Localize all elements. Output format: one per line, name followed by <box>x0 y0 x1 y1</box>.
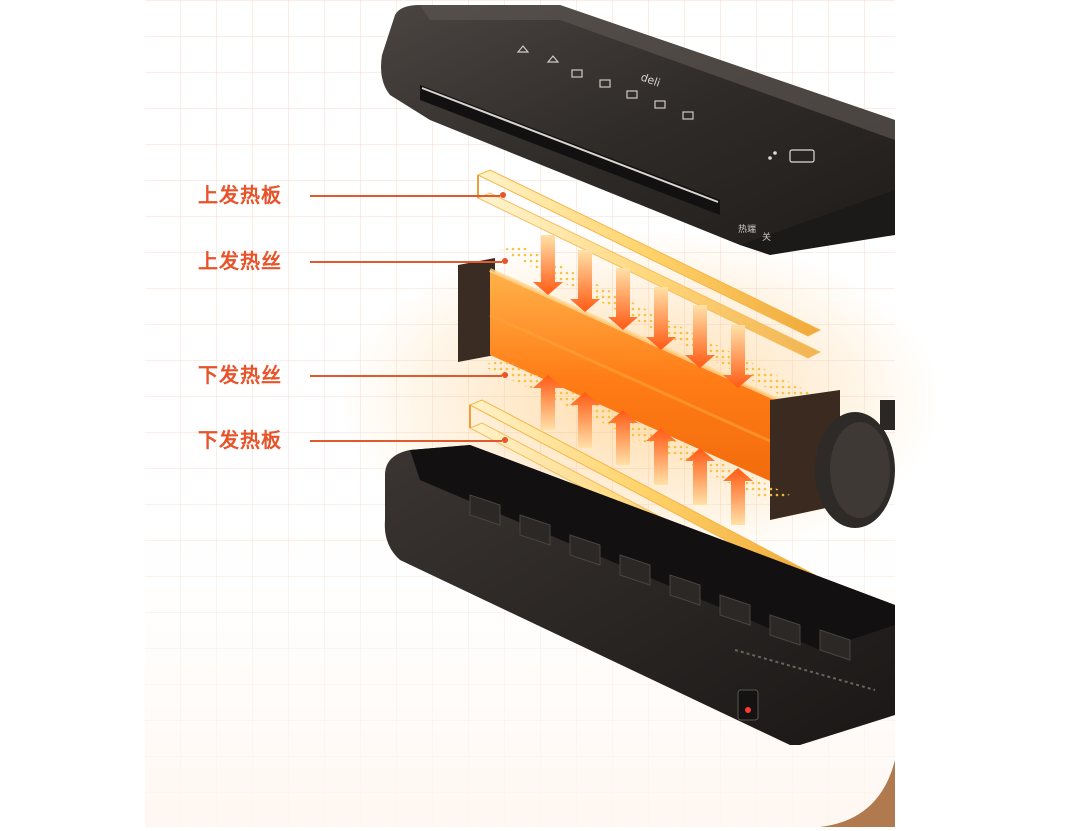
label-upper-heating-plate: 上发热板 <box>198 183 282 207</box>
heat-down-arrow-icon <box>646 287 676 350</box>
heat-up-arrow-icon <box>685 448 715 505</box>
lower-heating-wire <box>480 360 790 500</box>
leader-upper-heating-wire <box>310 261 502 263</box>
heat-down-arrow-icon <box>533 235 563 295</box>
leader-dot-lower-wire <box>502 372 508 378</box>
heat-down-arrow-icon <box>685 305 715 368</box>
laminator-top-cover: deli 热端 关 <box>381 5 895 255</box>
heat-up-arrows <box>533 375 753 525</box>
heating-roller-assembly <box>458 258 895 528</box>
corner-accent <box>820 760 895 827</box>
heat-down-arrows <box>533 235 753 388</box>
leader-dot-lower-plate <box>502 437 508 443</box>
heat-down-arrow-icon <box>723 325 753 388</box>
heat-up-arrow-icon <box>533 375 563 430</box>
heat-up-arrow-icon <box>723 468 753 525</box>
heat-up-arrow-icon <box>608 410 638 465</box>
upper-heating-plate <box>476 169 822 359</box>
heat-down-arrow-icon <box>570 250 600 312</box>
leader-upper-heating-plate <box>310 195 500 197</box>
leader-lower-heating-plate <box>310 440 502 442</box>
heat-up-arrow-icon <box>646 428 676 485</box>
brand-logo: deli <box>639 71 662 90</box>
port-label-right: 关 <box>762 231 771 243</box>
leader-dot-upper-plate <box>500 192 506 198</box>
label-upper-heating-wire: 上发热丝 <box>198 249 282 273</box>
port-label-left: 热端 <box>738 223 756 235</box>
label-lower-heating-wire: 下发热丝 <box>198 363 282 387</box>
leader-dot-upper-wire <box>502 258 508 264</box>
label-lower-heating-plate: 下发热板 <box>198 428 282 452</box>
heat-down-arrow-icon <box>608 268 638 330</box>
leader-lower-heating-wire <box>310 375 502 377</box>
power-switch-icon[interactable] <box>745 707 751 713</box>
laminator-base-tray <box>384 445 895 745</box>
heat-up-arrow-icon <box>570 392 600 448</box>
